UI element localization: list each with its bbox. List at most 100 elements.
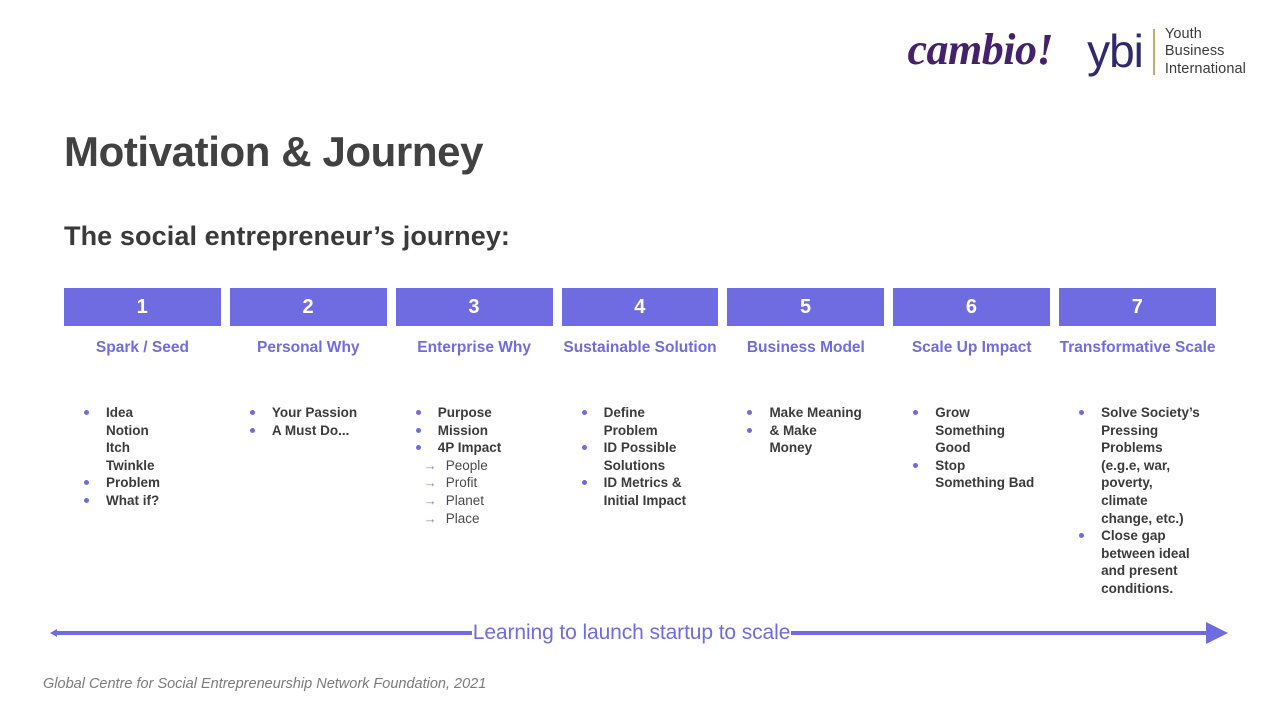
bullet-icon xyxy=(1079,410,1085,415)
list-item-label: A Must Do... xyxy=(271,422,350,438)
sub-list-item: →Planet xyxy=(416,492,553,510)
list-item-label: Problems xyxy=(1101,440,1163,456)
list-item: Itch xyxy=(84,439,221,457)
sub-list-item: → People xyxy=(416,457,553,475)
footer-attribution: Global Centre for Social Entrepreneurshi… xyxy=(43,676,487,692)
list-item: Close gap xyxy=(1079,527,1216,545)
list-item-label: change, etc.) xyxy=(1101,510,1184,526)
list-item-label: Make Meaning xyxy=(769,405,862,420)
ybi-logo: ybi Youth Business International xyxy=(1087,26,1246,78)
list-item: change, etc.) xyxy=(1079,510,1216,528)
list-item: A Must Do... xyxy=(249,422,387,440)
list-item: climate xyxy=(1079,492,1216,510)
list-item-label: ID Possible xyxy=(603,440,677,456)
list-item-label: climate xyxy=(1101,492,1148,508)
list-item-label: What if? xyxy=(106,492,160,508)
list-item-label: Twinkle xyxy=(106,457,155,473)
list-item-label: Something Bad xyxy=(935,475,1035,491)
step-number-badge[interactable]: 3 xyxy=(395,288,553,326)
list-item: Solve Society’s xyxy=(1079,404,1216,422)
list-item-label: People xyxy=(445,457,488,473)
list-item: Grow xyxy=(913,404,1050,422)
arrow-left-head-icon xyxy=(50,629,57,637)
list-item: Idea xyxy=(84,404,221,422)
arrow-right-head-icon xyxy=(1206,622,1229,644)
bullet-icon xyxy=(415,427,421,433)
sub-list-item: →Place xyxy=(416,510,553,528)
list-item-label: Define xyxy=(603,405,645,420)
list-item-label: Mission xyxy=(437,422,488,438)
list-item-label: Profit xyxy=(445,475,478,491)
step-number-badge[interactable]: 2 xyxy=(229,288,387,326)
bullet-icon xyxy=(747,410,753,415)
step-title: Enterprise Why xyxy=(417,339,531,356)
step-number-badge[interactable]: 1 xyxy=(64,288,221,326)
bullet-icon xyxy=(913,462,919,468)
bullet-icon xyxy=(84,410,89,415)
bullet-icon xyxy=(249,410,255,415)
list-item-label: (e.g.e, war, xyxy=(1101,457,1171,473)
list-item: Purpose xyxy=(415,404,553,422)
cambio-logo: cambio! xyxy=(907,25,1054,75)
step-number-badge[interactable]: 6 xyxy=(893,288,1051,326)
bullet-icon xyxy=(581,445,587,451)
step-title: Scale Up Impact xyxy=(911,339,1032,356)
bullet-icon xyxy=(84,497,89,503)
list-item: ID Metrics & xyxy=(581,474,719,492)
list-item: ID Possible xyxy=(581,439,719,457)
list-item: Pressing xyxy=(1079,422,1216,440)
journey-arrow: Learning to launch startup to scale xyxy=(50,617,1229,649)
list-item-label: Notion xyxy=(106,422,149,438)
journey-line-right xyxy=(791,631,1207,635)
list-item: Notion xyxy=(84,422,221,440)
list-item: Twinkle xyxy=(84,457,221,475)
step-title: Business Model xyxy=(746,339,865,356)
list-item-label: Idea xyxy=(106,405,134,420)
ybi-fullname: Youth Business International xyxy=(1165,26,1246,78)
list-item-label: poverty, xyxy=(1101,475,1153,491)
step-title: Transformative Scale xyxy=(1059,339,1216,356)
list-item-label: ID Metrics & xyxy=(603,475,682,491)
step-number-badge[interactable]: 5 xyxy=(727,288,885,326)
list-item: Stop xyxy=(913,457,1050,475)
step-title: Sustainable Solution xyxy=(563,339,717,356)
list-item: Money xyxy=(747,439,884,457)
ybi-divider xyxy=(1152,29,1155,76)
list-item: 4P Impact xyxy=(415,439,553,457)
list-item-label: between ideal xyxy=(1101,545,1190,561)
list-item-label: Place xyxy=(445,510,480,526)
list-item: Initial Impact xyxy=(582,492,719,510)
sub-list-item: →Profit xyxy=(416,474,553,492)
bullet-icon xyxy=(581,410,587,415)
list-item-label: and present xyxy=(1101,563,1178,579)
list-item-label: Problem xyxy=(603,422,658,438)
list-item-label: Money xyxy=(769,440,813,456)
ybi-wordmark-icon: ybi xyxy=(1087,25,1144,78)
bullet-icon xyxy=(84,480,89,486)
list-item: Something xyxy=(913,422,1050,440)
arrow-right-icon: → xyxy=(423,492,437,508)
list-item: (e.g.e, war, xyxy=(1079,457,1216,475)
step-title: Spark / Seed xyxy=(95,339,189,356)
bullet-icon xyxy=(415,410,421,415)
list-item-label: Pressing xyxy=(1101,422,1159,438)
step-number-badge[interactable]: 4 xyxy=(561,288,719,326)
bullet-icon xyxy=(249,427,255,433)
list-item: Problem xyxy=(582,422,719,440)
step-number-badge[interactable]: 7 xyxy=(1059,288,1217,326)
slide-subtitle: The social entrepreneur’s journey: xyxy=(64,221,511,251)
list-item-label: Purpose xyxy=(437,405,492,420)
list-item: What if? xyxy=(84,492,221,510)
list-item: Solutions xyxy=(582,457,719,475)
arrow-right-icon: → xyxy=(423,457,437,473)
